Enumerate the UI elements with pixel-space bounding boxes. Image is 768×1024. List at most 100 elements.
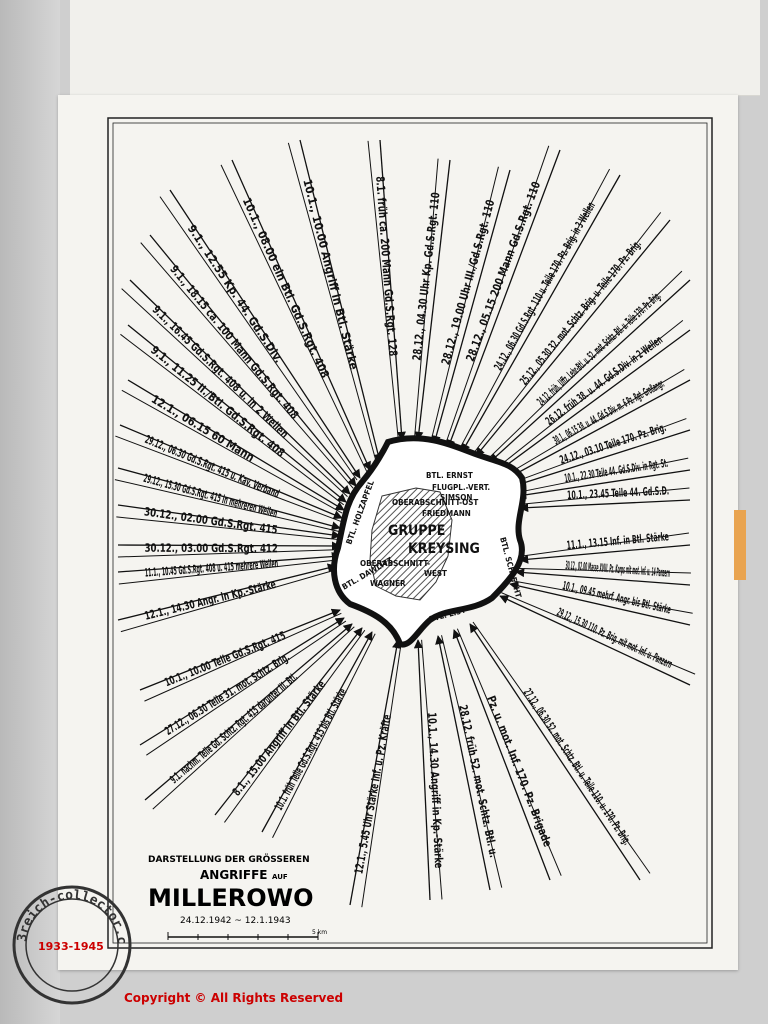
outer-frame bbox=[107, 117, 713, 949]
ray-line bbox=[519, 499, 691, 513]
ray-line-secondary bbox=[114, 479, 340, 532]
ray-line-secondary bbox=[367, 140, 399, 441]
stamp-years: 1933-1945 bbox=[38, 940, 104, 953]
ray-line-secondary bbox=[456, 628, 562, 876]
attack-ray: 11.1., 13.15 Inf. in Btl. Stärke bbox=[519, 529, 691, 564]
ray-line bbox=[513, 429, 691, 488]
ray-line bbox=[489, 279, 691, 463]
attack-ray: 10.1., 23.45 Teile 44. Gd.S.D. bbox=[519, 483, 691, 513]
ray-line-secondary bbox=[159, 196, 358, 481]
ray-line bbox=[413, 639, 431, 901]
ray-line bbox=[299, 139, 383, 463]
ray-line-secondary bbox=[117, 549, 341, 558]
ray-line-secondary bbox=[140, 242, 354, 489]
attack-ray: 9.1., 16.45 Gd.S.Rgt. 408 u. in 2 Wellen bbox=[121, 279, 351, 497]
west2-label: WEST bbox=[424, 569, 447, 578]
ray-line bbox=[144, 623, 353, 801]
folded-flap bbox=[70, 0, 760, 96]
ray-line bbox=[469, 623, 641, 881]
caption-block: DARSTELLUNG DER GRÖSSEREN ANGRIFFE AUF M… bbox=[148, 854, 327, 940]
caption-dates: 24.12.1942 ~ 12.1.1943 bbox=[180, 916, 291, 926]
ray-line-secondary bbox=[519, 487, 690, 505]
ray-line-secondary bbox=[144, 612, 342, 702]
caption-line1: DARSTELLUNG DER GRÖSSEREN bbox=[148, 854, 310, 865]
ray-line bbox=[349, 639, 402, 906]
ray-line bbox=[509, 581, 691, 626]
ray-line-secondary bbox=[116, 516, 340, 541]
attack-label: 8.1. früh ca. 200 Mann Gd.S.Rgt. 128 bbox=[373, 176, 400, 357]
ray-line bbox=[431, 169, 511, 445]
attack-ray: 28.12., 04.30 Uhr Kp. Gd.S.Rgt. 110 bbox=[409, 158, 451, 441]
ray-line-secondary bbox=[272, 633, 376, 839]
ray-line-secondary bbox=[512, 418, 687, 484]
ray-line bbox=[414, 159, 451, 441]
attack-label: 12.1., 5.45 Uhr Stärke Inf. u. Pz. Kräft… bbox=[351, 713, 394, 874]
attack-ray: 30.12., 02.00 Masse XVIII. Pz. Korps mit… bbox=[515, 558, 691, 586]
ray-line bbox=[117, 467, 341, 531]
ray-line bbox=[519, 544, 691, 564]
ray-line bbox=[169, 189, 361, 479]
tan-paper-edge bbox=[734, 510, 746, 580]
scale-unit: 5 km bbox=[312, 929, 327, 936]
ray-line-secondary bbox=[361, 640, 403, 908]
ray-line-secondary bbox=[517, 457, 689, 493]
ray-line bbox=[379, 139, 406, 441]
ray-line-secondary bbox=[146, 620, 347, 756]
ray-line-secondary bbox=[497, 319, 684, 468]
ray-line-secondary bbox=[120, 333, 345, 506]
ray-line bbox=[231, 159, 371, 471]
ray-line-secondary bbox=[519, 532, 690, 557]
ray-line bbox=[117, 563, 337, 621]
ray-line bbox=[499, 329, 691, 471]
ray-line-secondary bbox=[510, 579, 693, 614]
attack-label: 10.1., 23.45 Teile 44. Gd.S.D. bbox=[567, 483, 670, 502]
ray-line-secondary bbox=[224, 629, 366, 823]
ray-line bbox=[499, 595, 691, 686]
attack-ray: 28.12. früh 52. mot. Schtz. Btl. u. bbox=[435, 635, 503, 891]
ray-line bbox=[214, 627, 363, 816]
ray-line-secondary bbox=[287, 142, 377, 464]
millerowo-pocket bbox=[331, 435, 527, 648]
ray-line-secondary bbox=[421, 639, 443, 900]
flugpl-label: FLUGPL.-VERT. bbox=[432, 483, 490, 492]
ray-line-secondary bbox=[121, 389, 343, 514]
attack-label: 30.12., 03.00 Gd.S.Rgt. 412 bbox=[145, 541, 278, 556]
ray-line-secondary bbox=[472, 621, 651, 874]
attack-ray: 10.1., 09.45 mehrf. Angr. bis Btl. Stärk… bbox=[509, 578, 693, 626]
ray-line-secondary bbox=[444, 145, 550, 447]
attack-ray: 12.1., 5.45 Uhr Stärke Inf. u. Pz. Kräft… bbox=[349, 639, 403, 908]
attack-ray: 8.1. früh ca. 200 Mann Gd.S.Rgt. 128 bbox=[367, 139, 406, 441]
ray-line-secondary bbox=[115, 435, 341, 522]
copyright-text: Copyright © All Rights Reserved bbox=[124, 991, 343, 1005]
attack-ray: 10.1., 10.00 Angriff in Btl. Stärke bbox=[287, 139, 383, 464]
ray-line bbox=[117, 504, 341, 540]
west-label: OBERABSCHNITT- bbox=[360, 559, 430, 568]
ray-line-secondary bbox=[506, 369, 685, 476]
ray-line-secondary bbox=[120, 569, 338, 633]
attack-ray: 11.1., 10.45 Gd.S.Rgt. 408 u. 415 mehrer… bbox=[117, 552, 341, 585]
ray-line bbox=[475, 219, 671, 457]
friedmann-label: FRIEDMANN bbox=[422, 509, 471, 518]
ost-label: OBERABSCHNITT-OST bbox=[392, 498, 478, 507]
ray-line-secondary bbox=[487, 270, 683, 460]
inner-frame bbox=[112, 122, 708, 944]
ray-line bbox=[117, 541, 341, 551]
ray-line-secondary bbox=[152, 626, 355, 810]
ray-line-secondary bbox=[118, 559, 341, 585]
ray-line-secondary bbox=[458, 168, 611, 451]
ray-line bbox=[117, 552, 341, 573]
attack-ray: 28.12., 19.00 Uhr III./Gd.S.Rgt. 110 bbox=[430, 166, 511, 445]
ray-line bbox=[127, 324, 347, 503]
gruppe-label: GRUPPE bbox=[388, 523, 445, 539]
attack-ray: 10.1., 14.30 Angriff in Kp.-Stärke bbox=[413, 639, 446, 901]
ray-line bbox=[127, 379, 345, 511]
ray-line bbox=[452, 629, 551, 881]
ray-line-secondary bbox=[441, 635, 503, 888]
ray-line bbox=[261, 631, 373, 833]
ray-line-secondary bbox=[516, 567, 691, 574]
attack-label: 12.1., 14.30 Angr. in Kp.-Stärke bbox=[143, 577, 277, 623]
wagner-label: WAGNER bbox=[370, 579, 406, 588]
caption-auf: AUF bbox=[272, 873, 288, 881]
